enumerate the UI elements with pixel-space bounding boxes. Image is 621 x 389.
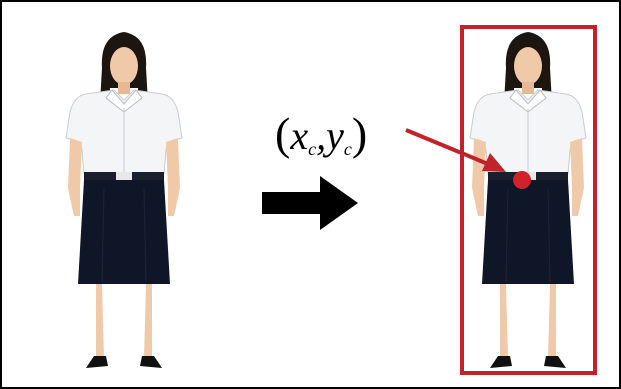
red-pointer-arrow-icon — [405, 128, 506, 172]
bounding-box — [460, 25, 597, 375]
right-arrow-icon — [262, 176, 358, 230]
centroid-label: (xc,yc) — [275, 108, 368, 159]
centroid-dot-icon — [513, 171, 531, 189]
